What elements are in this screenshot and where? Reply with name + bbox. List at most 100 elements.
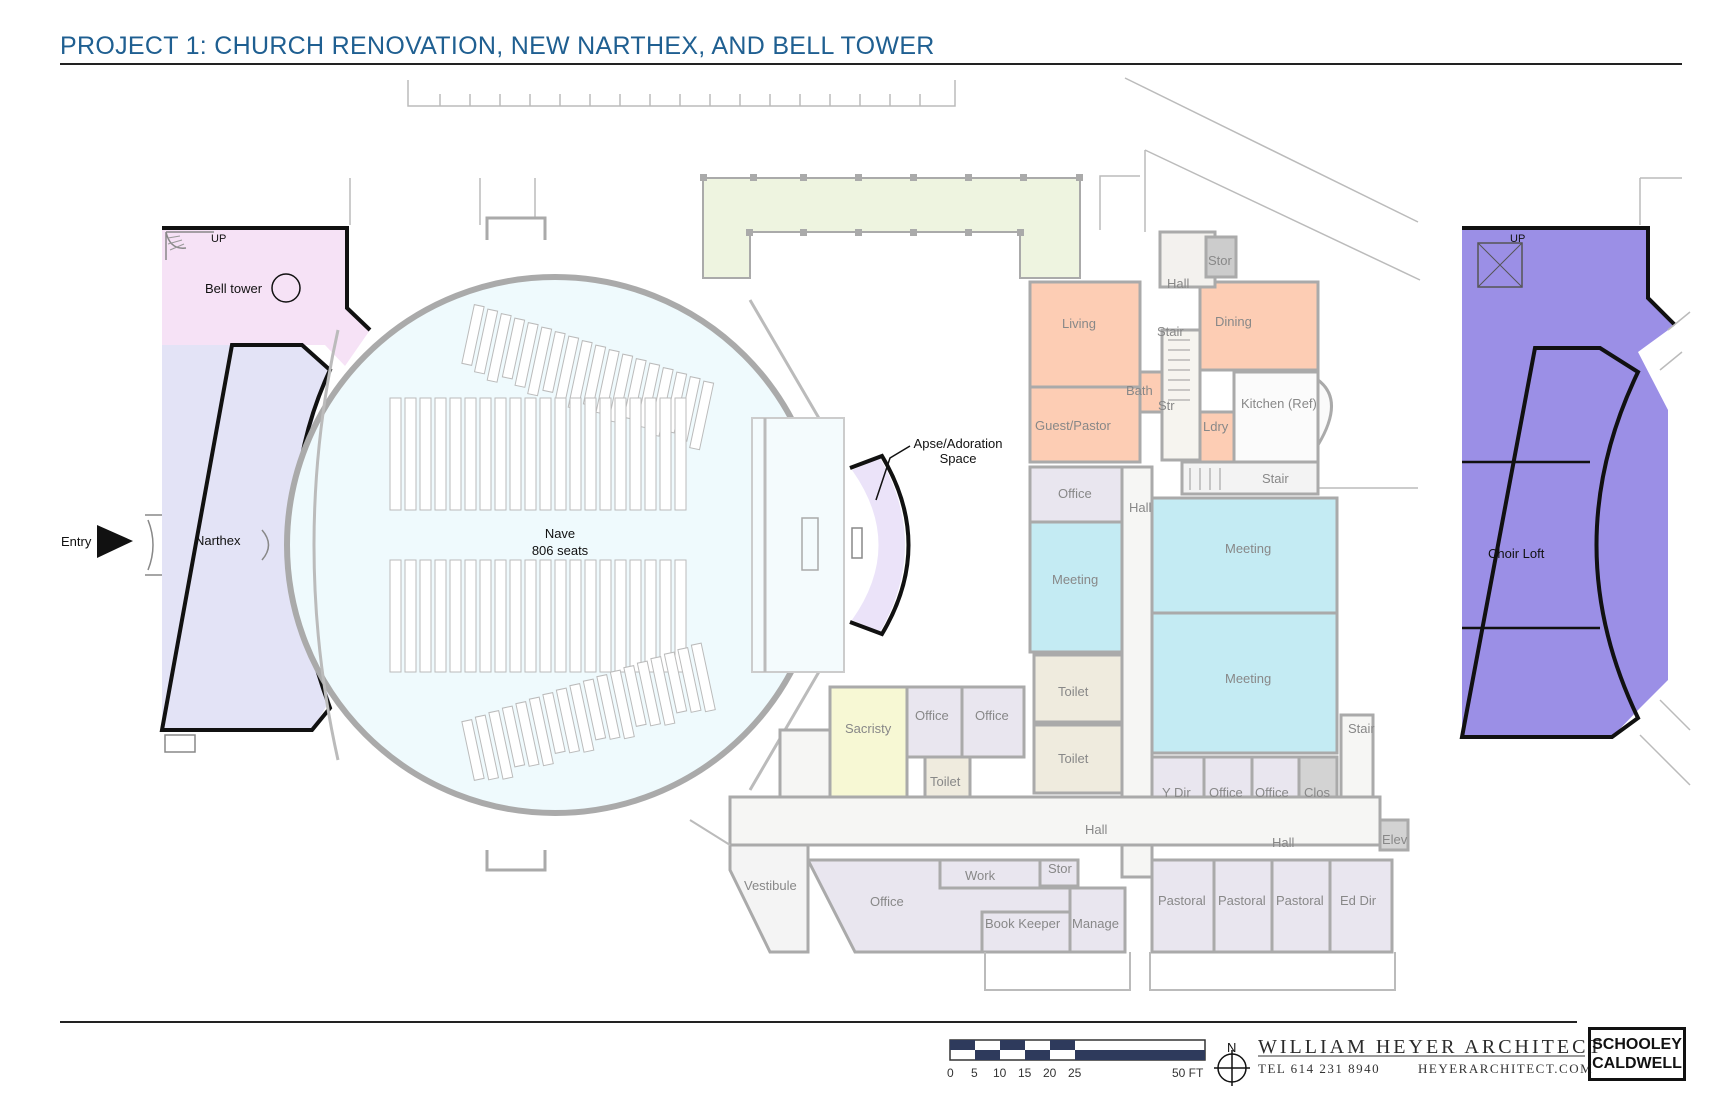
pew <box>623 358 647 420</box>
pew <box>514 322 539 388</box>
pew <box>524 559 537 673</box>
apse-wall <box>849 453 911 637</box>
logo-line-2: CALDWELL <box>1592 1055 1682 1072</box>
room-labels: UP Bell tower Narthex Entry Nave 806 sea… <box>61 233 1545 561</box>
label-stor-bottom: Stor <box>1048 861 1073 876</box>
label-pastoral-c: Pastoral <box>1276 893 1324 908</box>
nave-bump-outs <box>485 216 547 872</box>
pew <box>528 696 554 767</box>
pew <box>494 559 507 673</box>
label-ed-dir: Ed Dir <box>1340 893 1377 908</box>
label-entry: Entry <box>61 534 92 549</box>
label-nave-seats: 806 seats <box>532 543 589 558</box>
label-book-keeper: Book Keeper <box>985 916 1061 931</box>
pew <box>479 397 492 511</box>
pew <box>554 559 567 673</box>
choir-loft-wall <box>1459 226 1677 739</box>
pew <box>659 559 672 673</box>
pew <box>599 559 612 673</box>
pew <box>509 559 522 673</box>
pew <box>524 397 537 511</box>
pew <box>539 559 552 673</box>
label-bath: Bath <box>1126 383 1153 398</box>
pew <box>419 397 432 511</box>
sacristy-block <box>778 685 1026 799</box>
pew <box>404 559 417 673</box>
label-meeting-a: Meeting <box>1052 572 1098 587</box>
pew <box>636 660 662 727</box>
pew <box>663 651 688 714</box>
label-work: Work <box>965 868 996 883</box>
pew <box>404 397 417 511</box>
apse-area <box>852 458 905 632</box>
label-hall-top: Hall <box>1167 276 1190 291</box>
existing-room-labels: Stor Hall Living Stair Dining Bath Str K… <box>744 253 1408 931</box>
label-sacristy: Sacristy <box>845 721 892 736</box>
bell-tower-area <box>162 228 370 366</box>
pew <box>554 397 567 511</box>
pew <box>464 559 477 673</box>
label-toilet-a: Toilet <box>1058 684 1089 699</box>
label-pastoral-b: Pastoral <box>1218 893 1266 908</box>
pew <box>689 380 715 451</box>
label-up-left: UP <box>211 233 226 245</box>
pew <box>582 678 607 741</box>
label-toilet-b: Toilet <box>1058 751 1089 766</box>
pew <box>473 308 499 375</box>
residence-wing <box>1028 230 1333 496</box>
pew <box>659 397 672 511</box>
north-label: N <box>1227 1040 1236 1055</box>
pew <box>629 397 642 511</box>
scale-tick-20: 20 <box>1043 1066 1057 1080</box>
pew <box>569 683 595 753</box>
scale-tick-10: 10 <box>993 1066 1007 1080</box>
pew <box>555 687 581 754</box>
pew <box>449 397 462 511</box>
label-choir-loft: Choir Loft <box>1488 546 1545 561</box>
ambo <box>851 527 863 559</box>
scale-tick-5: 5 <box>971 1066 978 1080</box>
label-ldry: Ldry <box>1203 419 1229 434</box>
logo-line-1: SCHOOLEY <box>1592 1036 1682 1053</box>
pew <box>515 701 540 767</box>
courtyard-arcade <box>702 177 1081 279</box>
pew <box>609 669 635 740</box>
pew <box>494 397 507 511</box>
pew <box>501 705 526 768</box>
arcade-columns <box>700 174 1083 236</box>
pew <box>623 665 647 727</box>
label-manage: Manage <box>1072 916 1119 931</box>
scale-tick-0: 0 <box>947 1066 954 1080</box>
apse-leader <box>875 445 911 501</box>
pew <box>596 674 621 740</box>
pew <box>674 397 687 511</box>
label-narthex: Narthex <box>195 533 241 548</box>
label-stair-top: Stair <box>1157 324 1184 339</box>
pew <box>434 397 447 511</box>
label-office-d: Office <box>1209 785 1243 800</box>
pew <box>539 397 552 511</box>
pew <box>599 397 612 511</box>
pew <box>644 559 657 673</box>
stair-left-treads <box>167 235 185 251</box>
entry-arrow <box>97 525 133 558</box>
label-toilet-c: Toilet <box>930 774 961 789</box>
pew <box>584 559 597 673</box>
label-hall-bottom: Hall <box>1085 822 1108 837</box>
label-meeting-c: Meeting <box>1225 671 1271 686</box>
pew <box>614 559 627 673</box>
label-office-e: Office <box>1255 785 1289 800</box>
pew <box>461 719 485 781</box>
sanctuary-platform <box>751 417 845 673</box>
pew <box>650 656 676 726</box>
pew <box>488 710 514 780</box>
sheet-title: PROJECT 1: CHURCH RENOVATION, NEW NARTHE… <box>60 32 935 60</box>
label-vestibule: Vestibule <box>744 878 797 893</box>
label-str: Str <box>1158 398 1175 413</box>
label-stair-right: Stair <box>1348 721 1375 736</box>
pew <box>501 317 526 380</box>
label-office-b: Office <box>915 708 949 723</box>
label-hall-mid: Hall <box>1129 500 1152 515</box>
choir-loft-partitions <box>1462 460 1600 630</box>
pew <box>644 397 657 511</box>
